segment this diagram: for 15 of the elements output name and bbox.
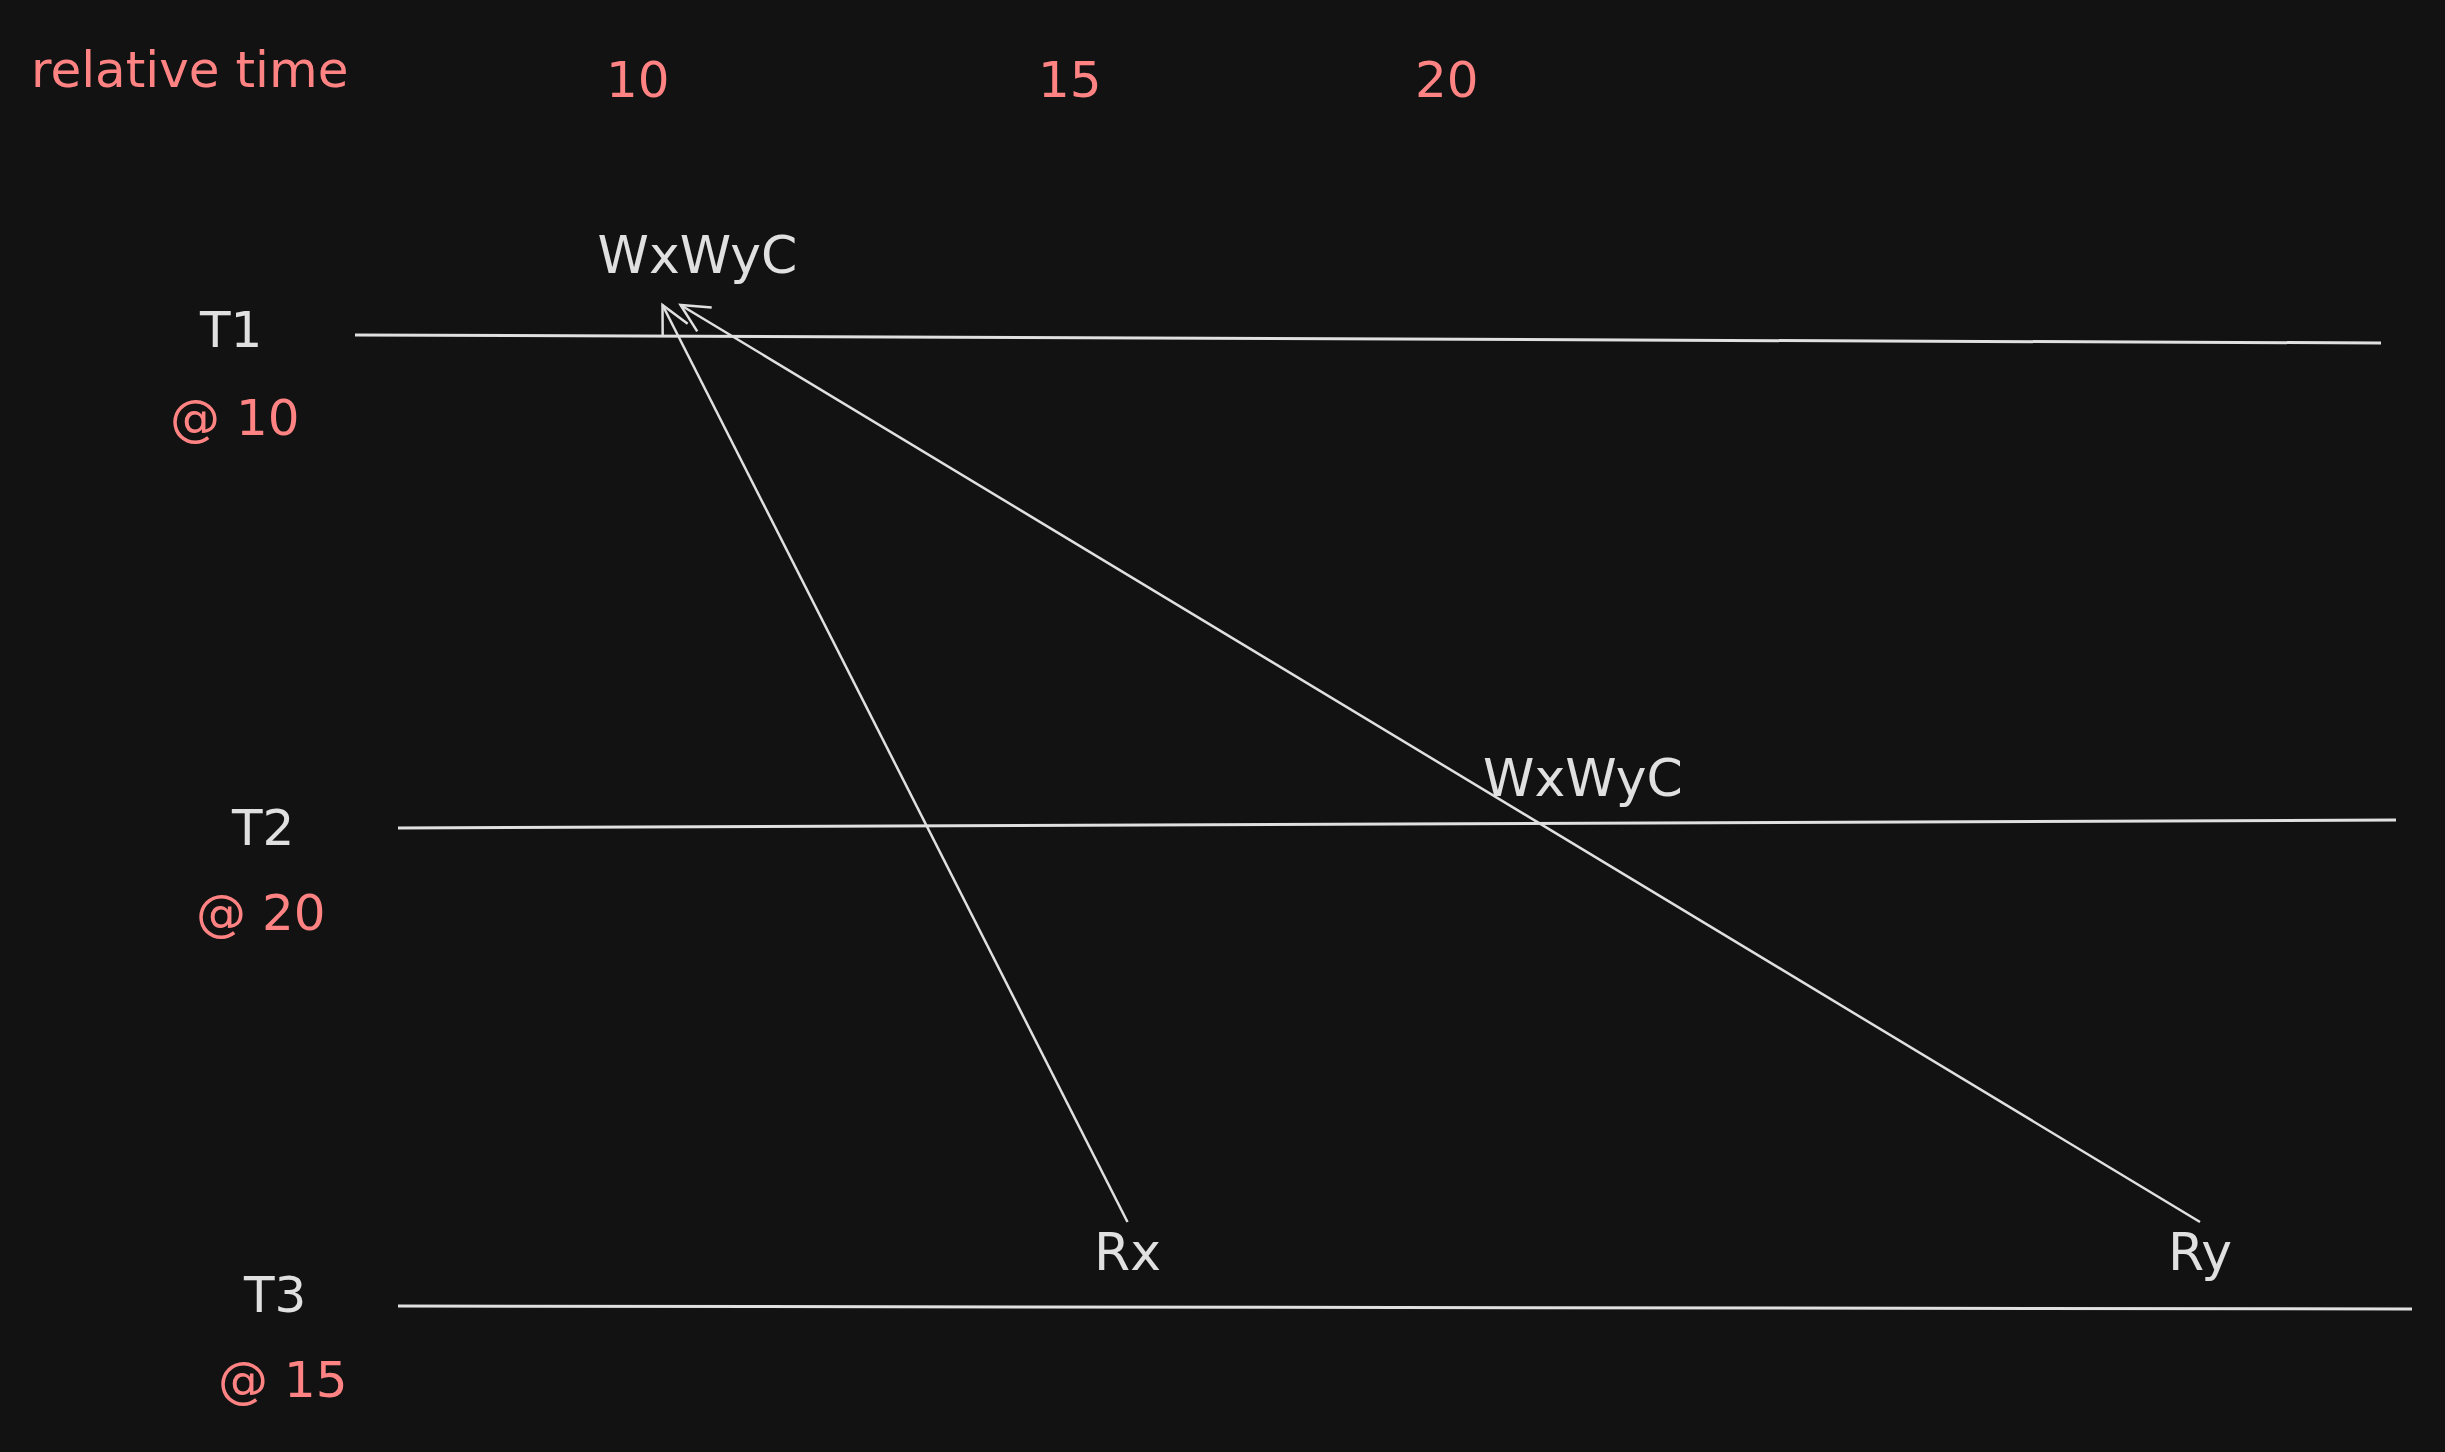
tick-label: 15 <box>1038 55 1102 105</box>
arrow <box>679 303 2201 1224</box>
thread-label: T1 <box>200 305 263 355</box>
operation-label: Rx <box>1070 1222 1185 1282</box>
start-time-label: @ 10 <box>170 393 300 443</box>
arrow <box>661 303 1129 1223</box>
tick-label: 10 <box>606 55 670 105</box>
thread-label: T2 <box>232 803 295 853</box>
tick-label: 20 <box>1415 55 1479 105</box>
thread-label: T3 <box>244 1270 307 1320</box>
axis-title: relative time <box>31 45 349 95</box>
start-time-label: @ 20 <box>196 888 326 938</box>
operation-label: WxWyC <box>585 225 810 305</box>
operation-label: Ry <box>2140 1222 2260 1282</box>
start-time-label: @ 15 <box>218 1355 348 1405</box>
